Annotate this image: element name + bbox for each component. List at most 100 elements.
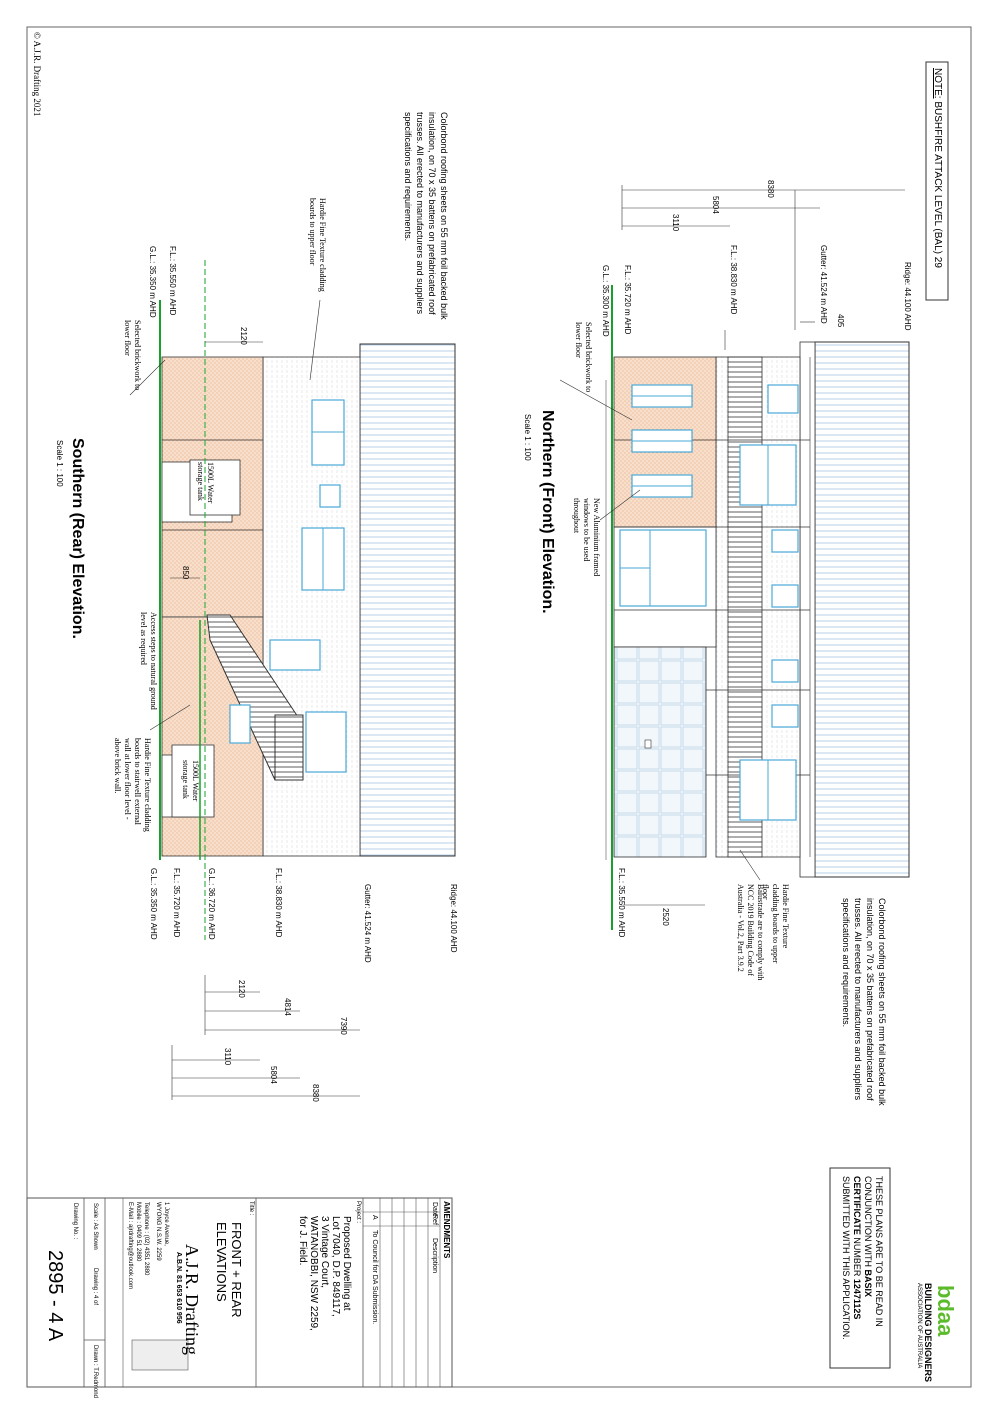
basix-word: BASIX (863, 1269, 873, 1298)
south-dim-8380: 8380 (311, 1084, 320, 1102)
drawing-no-label: Drawing No. : (72, 1203, 78, 1240)
drawing-number: 2895 - 4 A (44, 1250, 66, 1342)
project-line: Proposed Dwelling at (341, 1216, 352, 1311)
title-block-frame (26, 1197, 453, 1388)
south-tank-label-2: 1500L Water storage tank (181, 760, 200, 802)
bal-note-box (925, 61, 949, 301)
drawing-title-line: ELEVATIONS (214, 1222, 229, 1302)
north-balustrade-label: Balustrade are to comply with NCC 2019 B… (736, 884, 765, 981)
northern-elevation (559, 185, 910, 930)
basix-note: THESE PLANS ARE TO BE READ IN CONJUNCTIO… (840, 1176, 884, 1340)
south-scale: Scale 1 : 100 (55, 440, 64, 487)
north-dim-405: 405 (836, 314, 845, 328)
south-hardie-upper-label: Hardie Fine Texture cladding boards to u… (308, 198, 327, 292)
south-dim-4814: 4814 (283, 998, 292, 1016)
project-label: Project : (355, 1201, 361, 1224)
north-title: Northern (Front) Elevation. (539, 410, 556, 614)
north-window (771, 659, 799, 683)
amend-col-desc: Description (431, 1238, 438, 1274)
amend-row-ref: A (371, 1215, 378, 1220)
north-gl-left-level: G.L.: 35.300 m AHD (601, 265, 610, 337)
south-roof (359, 343, 456, 857)
south-ridge-level: Ridge: 44.100 AHD (449, 884, 458, 953)
north-scale: Scale 1 : 100 (523, 414, 532, 461)
south-gutter-level: Gutter: 41.524 m AHD (363, 884, 372, 963)
project-line: 3 Vintage Court, (319, 1216, 330, 1289)
project-line: WATANOBBI, NSW 2259, (308, 1216, 319, 1331)
south-fl-left-level: F.L.: 35.550 m AHD (168, 246, 177, 316)
amend-row-desc: To Council for DA Submission. (371, 1230, 378, 1325)
north-dim-3110: 3110 (671, 214, 680, 232)
south-gl-mid-level: G.L.: 36.720 m AHD (207, 868, 216, 940)
south-window (319, 484, 341, 508)
project-line: Lot 7040, D.P. 849117, (330, 1216, 341, 1317)
address-line: WYONG N.S.W. 2259 (155, 1202, 161, 1261)
south-gl-left-level: G.L.: 35.350 m AHD (148, 246, 157, 318)
drawn-field: Drawn : T.Redmond (92, 1345, 98, 1398)
north-ridge-level: Ridge: 44.100 AHD (903, 262, 912, 331)
south-gl-right-level: G.L.: 35.350 m AHD (149, 868, 158, 940)
south-dim-7390: 7390 (339, 1017, 348, 1035)
south-window (229, 704, 251, 744)
south-ff-upper-level: F.L.: 38.830 m AHD (274, 868, 283, 938)
amend-col-ref: Ref (431, 1214, 438, 1225)
bdaa-name: BUILDING DESIGNERS (923, 1283, 933, 1383)
south-steps-label: Access steps to natural ground level as … (139, 612, 158, 710)
firm-abn: A.B.N. 81 653 610 956 (175, 1252, 182, 1324)
south-water-tank (171, 744, 215, 818)
north-dim-5804: 5804 (711, 196, 720, 214)
north-window (771, 704, 799, 728)
basix-number: 1247112S (852, 1278, 862, 1320)
firm-address: 1 Joyce Avenue, WYONG N.S.W. 2259 (154, 1202, 170, 1261)
south-dim-850: 850 (181, 566, 190, 580)
basix-cert-label: CERTIFICATE (852, 1176, 862, 1235)
north-gutter-level: Gutter: 41.524 m AHD (819, 245, 828, 324)
north-windows-label: New Aluminium framed windows to be used … (572, 498, 601, 577)
south-water-tank (189, 459, 241, 516)
address-line: 1 Joyce Avenue, (163, 1202, 169, 1246)
south-window (305, 711, 347, 773)
bdaa-assoc: ASSOCIATION OF AUSTRALIA (916, 1283, 922, 1369)
south-dim-5804: 5804 (269, 1066, 278, 1084)
basix-box (829, 1167, 891, 1369)
drawing-count-field: Drawing : 4 of (92, 1268, 98, 1306)
project-line: for J. Field. (297, 1216, 308, 1266)
project-details: Proposed Dwelling at Lot 7040, D.P. 8491… (297, 1216, 352, 1331)
north-roof (814, 341, 910, 878)
drawing-title-line: FRONT + REAR (229, 1222, 244, 1318)
mobile: Mobile : 0409 51 2880 (135, 1202, 141, 1262)
copyright-text: © A.J.R. Drafting 2021 (32, 32, 42, 117)
north-garage-door (613, 646, 707, 858)
email: E-Mail : ajrdrafting@outlook.com (127, 1202, 133, 1290)
south-stairwell-label: Hardie Fine Texture cladding boards to s… (113, 738, 152, 832)
north-window (767, 384, 799, 414)
south-fl-mid-level: F.L.: 35.720 m AHD (172, 868, 181, 938)
basix-line2: CONJUNCTION WITH (863, 1176, 873, 1267)
firm-contact: Telephone : (02) 4351 2880 Mobile : 0409… (126, 1202, 150, 1289)
north-fl-right-level: F.L.: 35.550 m AHD (617, 868, 626, 938)
south-dim-3110: 3110 (223, 1048, 232, 1066)
bal-note: NOTE: BUSHFIRE ATTACK LEVEL (BAL) 29 (932, 68, 943, 268)
bal-note-text: BUSHFIRE ATTACK LEVEL (BAL) 29 (932, 98, 943, 268)
north-fl-left-level: F.L.: 35.720 m AHD (623, 265, 632, 335)
north-window (771, 529, 799, 553)
south-dim-2120: 2120 (237, 980, 246, 998)
north-ff-upper-level: F.L.: 38.830 m AHD (729, 245, 738, 315)
north-window (771, 584, 799, 608)
south-title: Southern (Rear) Elevation. (69, 438, 86, 639)
basix-line1: THESE PLANS ARE TO BE READ IN (874, 1176, 884, 1327)
north-dim-8380: 8380 (766, 180, 775, 198)
ajr-logo (131, 1339, 189, 1371)
southern-elevation (129, 260, 456, 1100)
north-brickwork-label: Selected brickwork to lower floor (574, 322, 593, 393)
south-tank-label-1: 1500L Water storage tank (196, 462, 215, 504)
south-roof-note: Colorbond roofing sheets on 55 mm foil b… (403, 112, 449, 320)
north-roof-note: Colorbond roofing sheets on 55 mm foil b… (841, 898, 887, 1106)
basix-line4: SUBMITTED WITH THIS APPLICATION. (841, 1176, 851, 1340)
drawing-title: FRONT + REAR ELEVATIONS (214, 1222, 244, 1317)
south-dim-2120-top: 2120 (239, 327, 248, 345)
south-window (269, 639, 321, 671)
bdaa-brand: bdaa (933, 1285, 958, 1337)
title-label: Title : (248, 1201, 254, 1216)
